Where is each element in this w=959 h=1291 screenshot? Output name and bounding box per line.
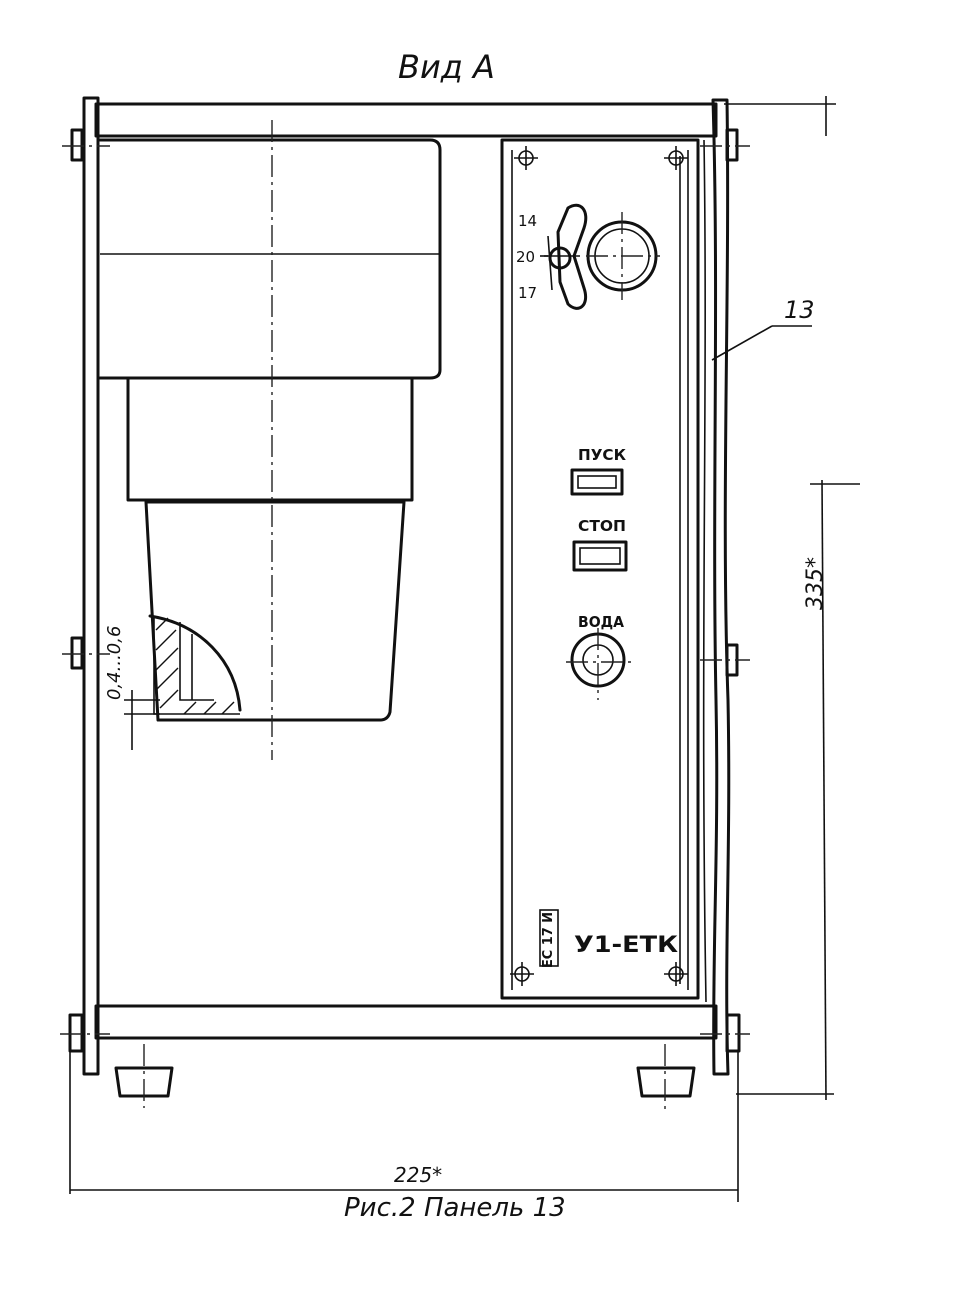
- switch-position-20: 20: [516, 248, 535, 266]
- water-label: ВОДА: [578, 613, 624, 631]
- start-label: ПУСК: [578, 446, 627, 464]
- bolt-bottom-left: [60, 1013, 110, 1053]
- foot-left: [114, 1044, 174, 1108]
- foot-right: [636, 1044, 696, 1110]
- stop-button[interactable]: [572, 540, 628, 572]
- panel-screw-icon: [510, 962, 534, 986]
- bolt-top-left: [62, 128, 110, 162]
- model-label: У1-ЕТК: [574, 933, 678, 958]
- panel-screw-icon: [514, 146, 538, 170]
- frame: [60, 96, 750, 1076]
- height-extension-top: [724, 96, 836, 136]
- figure-caption: Рис.2 Панель 13: [344, 1193, 566, 1223]
- cutaway-section: [148, 614, 242, 715]
- stop-label: СТОП: [578, 517, 626, 535]
- wall-gap-dimension: 0,4...0,6: [104, 626, 160, 750]
- width-label: 225*: [394, 1163, 442, 1187]
- bolt-mid-right: [700, 643, 750, 677]
- bolt-bottom-right: [700, 1013, 750, 1053]
- wall-gap-label: 0,4...0,6: [104, 626, 125, 700]
- bolt-top-right: [700, 128, 750, 162]
- height-dimension: 335*: [736, 479, 860, 1101]
- width-dimension: 225*: [69, 1050, 739, 1202]
- start-button[interactable]: [570, 468, 624, 496]
- machine-body: [98, 120, 442, 760]
- panel-screw-icon: [664, 146, 688, 170]
- panel-screw-icon: [664, 962, 688, 986]
- selector-switch[interactable]: [544, 203, 588, 310]
- height-label: 335*: [803, 557, 828, 610]
- view-title: Вид А: [398, 48, 495, 86]
- control-panel: 14 20 17 ПУСК СТОП ВОДА: [500, 138, 700, 1000]
- switch-position-17: 17: [518, 284, 537, 302]
- gauge: [586, 212, 660, 300]
- water-knob[interactable]: [566, 628, 632, 700]
- bolt-mid-left: [62, 636, 110, 670]
- switch-position-14: 14: [518, 212, 537, 230]
- mark-label: ЕС 17 И: [541, 912, 556, 968]
- part-number: 13: [784, 296, 815, 324]
- part-callout: 13: [711, 296, 815, 361]
